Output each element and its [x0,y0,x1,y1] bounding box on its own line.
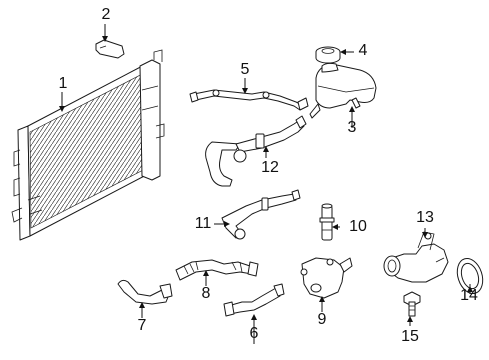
callout-15: 15 [401,328,419,345]
reservoir-cap [315,46,341,64]
hose-fitting [319,203,335,241]
bracket [95,39,125,59]
callout-4: 4 [358,42,368,59]
mounting-bolt [403,291,421,317]
drain-hose [223,283,285,317]
callout-11: 11 [194,215,212,232]
callout-5: 5 [240,61,250,78]
bypass-hose [189,89,309,111]
lower-hose [175,259,259,281]
thermostat-housing [383,231,449,283]
callout-9: 9 [317,311,327,328]
callout-7: 7 [137,317,147,334]
callout-2: 2 [101,6,111,23]
leader-lines [59,24,473,344]
callout-14: 14 [460,287,478,304]
heater-hose [221,189,301,240]
overflow-hose [117,279,173,305]
callout-6: 6 [249,325,259,342]
callout-12: 12 [261,159,279,176]
upper-hose [205,115,307,187]
callout-3: 3 [347,119,357,136]
water-outlet [300,257,353,299]
callout-10: 10 [349,218,367,235]
callout-8: 8 [201,285,211,302]
housing-gasket [456,257,484,295]
callout-1: 1 [58,75,68,92]
coolant-reservoir [309,62,377,119]
radiator [11,49,165,241]
callout-13: 13 [416,209,434,226]
